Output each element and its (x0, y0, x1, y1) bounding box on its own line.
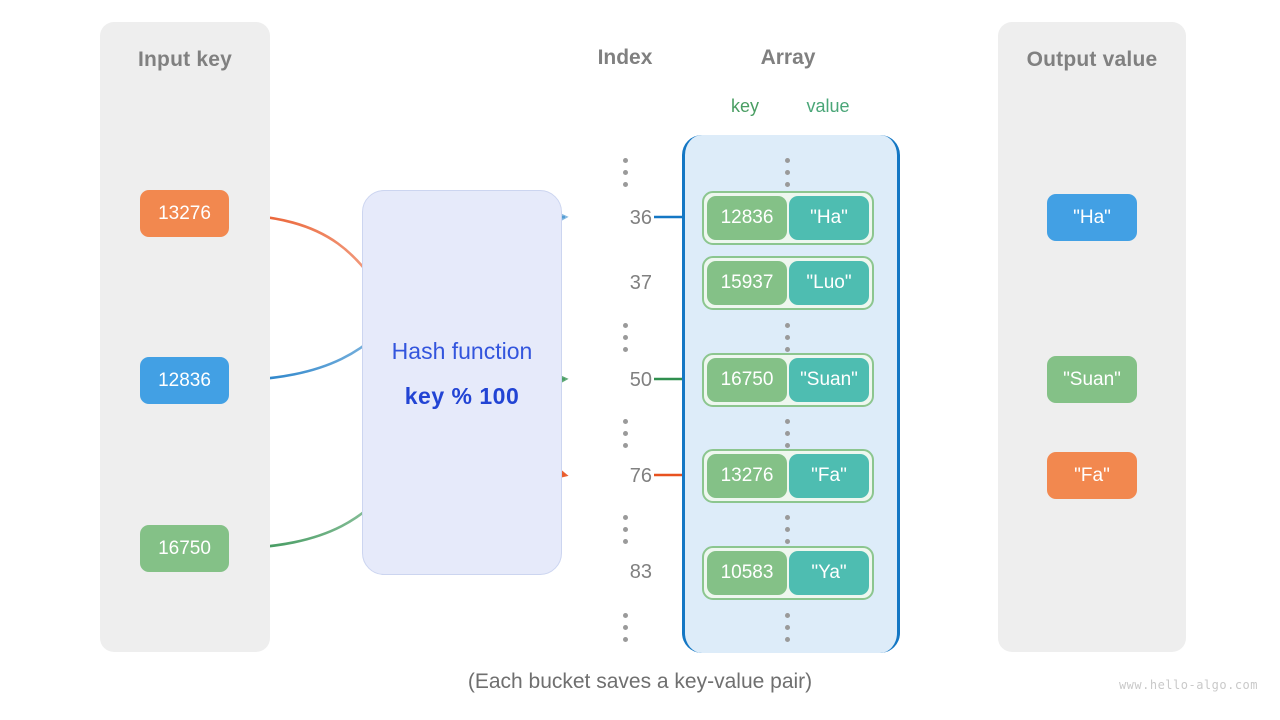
array-ellipsis-1 (785, 158, 790, 187)
output-value-Fa-label: "Fa" (1074, 464, 1110, 486)
input-panel-title: Input key (138, 48, 232, 71)
index-ellipsis-2 (623, 323, 628, 352)
index-ellipsis-3 (623, 419, 628, 448)
array-ellipsis-3 (785, 419, 790, 448)
bucket-36-key: 12836 (707, 196, 787, 240)
input-key-13276-label: 13276 (158, 202, 211, 224)
input-key-16750[interactable]: 16750 (140, 525, 229, 572)
output-panel-title: Output value (1026, 48, 1158, 71)
bucket-76[interactable]: 13276 "Fa" (702, 449, 874, 503)
output-value-Fa[interactable]: "Fa" (1047, 452, 1137, 499)
index-label-36: 36 (629, 207, 652, 229)
bucket-76-key: 13276 (707, 454, 787, 498)
index-label-50: 50 (629, 369, 652, 391)
array-value-subheading: value (806, 96, 850, 116)
bucket-50-value: "Suan" (789, 358, 869, 402)
input-key-12836-label: 12836 (158, 369, 211, 391)
bucket-76-value: "Fa" (789, 454, 869, 498)
bucket-83-value: "Ya" (789, 551, 869, 595)
output-value-panel: Output value (998, 22, 1186, 652)
output-value-Ha[interactable]: "Ha" (1047, 194, 1137, 241)
bucket-37-key: 15937 (707, 261, 787, 305)
bucket-36-value: "Ha" (789, 196, 869, 240)
index-ellipsis-5 (623, 613, 628, 642)
bucket-83-key: 10583 (707, 551, 787, 595)
index-label-76: 76 (629, 465, 652, 487)
index-column-heading: Index (597, 46, 653, 69)
index-ellipsis-4 (623, 515, 628, 544)
hash-function-formula: key % 100 (404, 383, 520, 409)
bucket-36[interactable]: 12836 "Ha" (702, 191, 874, 245)
input-key-12836[interactable]: 12836 (140, 357, 229, 404)
output-value-Suan[interactable]: "Suan" (1047, 356, 1137, 403)
output-value-Suan-label: "Suan" (1063, 368, 1121, 390)
array-ellipsis-5 (785, 613, 790, 642)
array-ellipsis-4 (785, 515, 790, 544)
array-key-subheading: key (730, 96, 760, 116)
hash-function-box: Hash function key % 100 (362, 190, 562, 575)
diagram-caption: (Each bucket saves a key-value pair) (467, 670, 813, 693)
bucket-50-key: 16750 (707, 358, 787, 402)
output-value-Ha-label: "Ha" (1073, 206, 1111, 228)
index-ellipsis-1 (623, 158, 628, 187)
site-watermark: www.hello-algo.com (1118, 678, 1258, 692)
array-ellipsis-2 (785, 323, 790, 352)
bucket-83[interactable]: 10583 "Ya" (702, 546, 874, 600)
bucket-37-value: "Luo" (789, 261, 869, 305)
input-key-13276[interactable]: 13276 (140, 190, 229, 237)
input-key-16750-label: 16750 (158, 537, 211, 559)
bucket-50[interactable]: 16750 "Suan" (702, 353, 874, 407)
bucket-37[interactable]: 15937 "Luo" (702, 256, 874, 310)
index-label-83: 83 (629, 561, 652, 583)
array-column-heading: Array (760, 46, 816, 69)
hash-function-label: Hash function (391, 338, 533, 364)
index-label-37: 37 (629, 272, 652, 294)
